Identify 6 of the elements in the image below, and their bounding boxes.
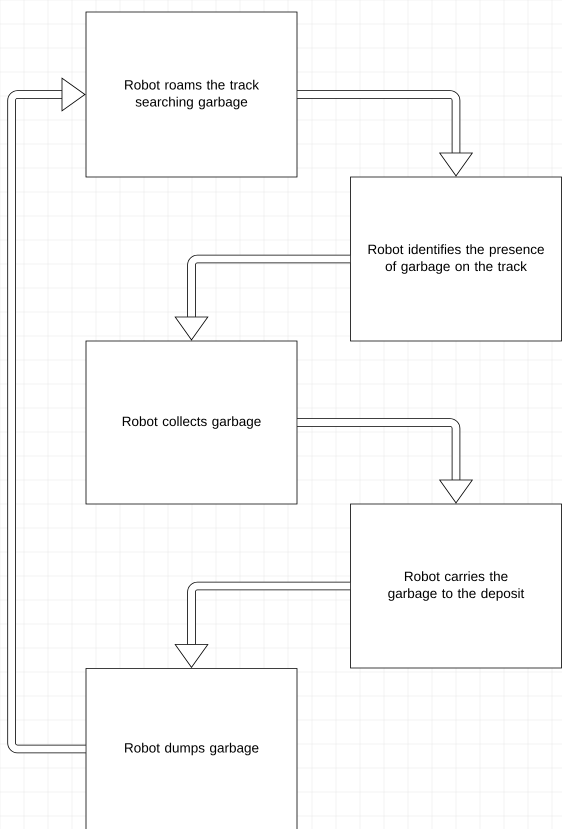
arrow [7, 77, 86, 754]
process-box: Robot roams the track searching garbage [86, 12, 298, 178]
process-box: Robot carries the garbage to the deposit [350, 504, 562, 668]
process-box: Robot dumps garbage [86, 668, 298, 829]
process-box: Robot collects garbage [86, 340, 298, 504]
process-box: Robot identifies the presence of garbage on the track [350, 176, 562, 342]
